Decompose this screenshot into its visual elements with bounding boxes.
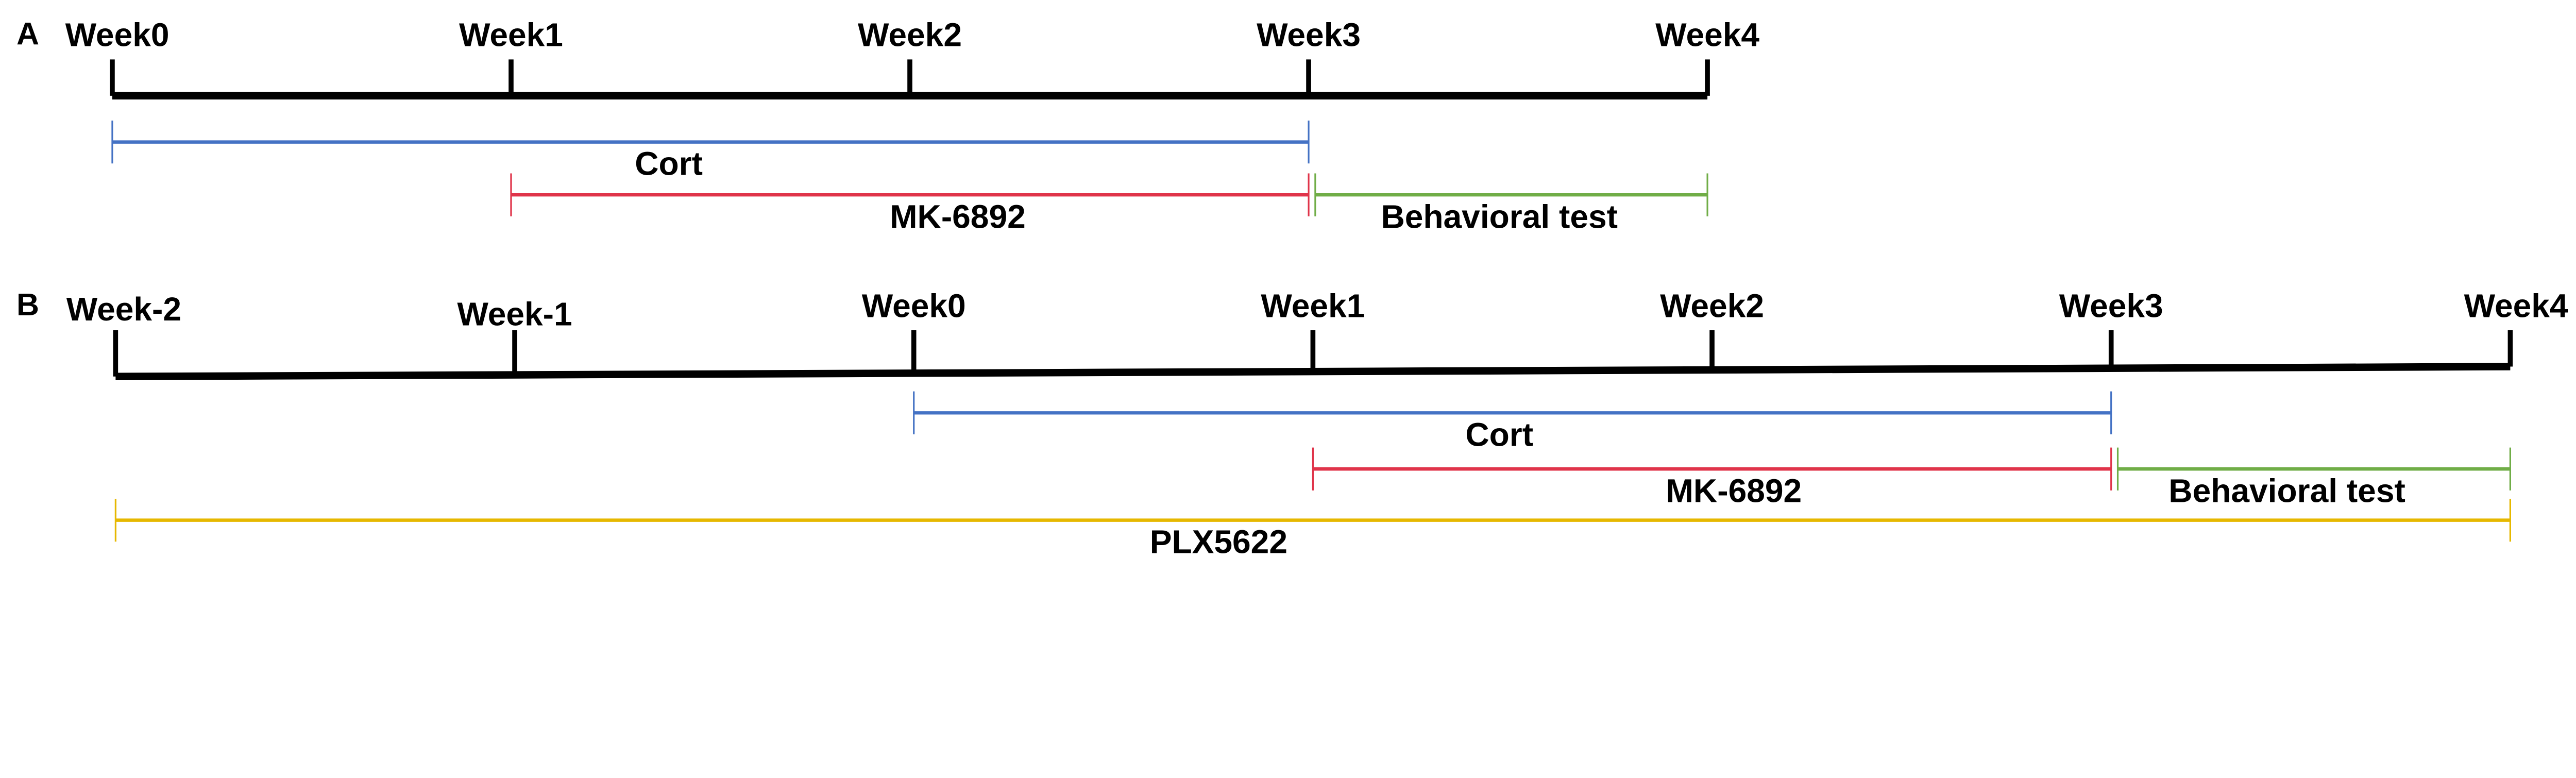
behavioral-test-label: Behavioral test [1381, 198, 1618, 235]
plx5622-label: PLX5622 [1150, 523, 1287, 561]
mk-6892-label: MK-6892 [890, 198, 1026, 235]
panel-label-a: A [16, 16, 39, 52]
behavioral-test-label: Behavioral test [2168, 472, 2405, 509]
week-label: Week-2 [66, 291, 181, 328]
week-label: Week4 [2464, 287, 2568, 324]
week-label: Week1 [459, 16, 563, 54]
week-label: Week2 [1660, 287, 1764, 324]
mk-6892-label: MK-6892 [1666, 472, 1802, 509]
week-label: Week-1 [457, 295, 572, 332]
week-label: Week0 [65, 16, 170, 54]
week-label: Week0 [862, 287, 966, 324]
week-label: Week3 [1257, 16, 1361, 54]
week-label: Week1 [1261, 287, 1365, 324]
week-label: Week4 [1655, 16, 1759, 54]
cort-label: Cort [635, 145, 703, 182]
panel-label-b: B [16, 287, 39, 322]
week-label: Week2 [858, 16, 962, 54]
week-label: Week3 [2059, 287, 2163, 324]
cort-label: Cort [1465, 416, 1533, 453]
